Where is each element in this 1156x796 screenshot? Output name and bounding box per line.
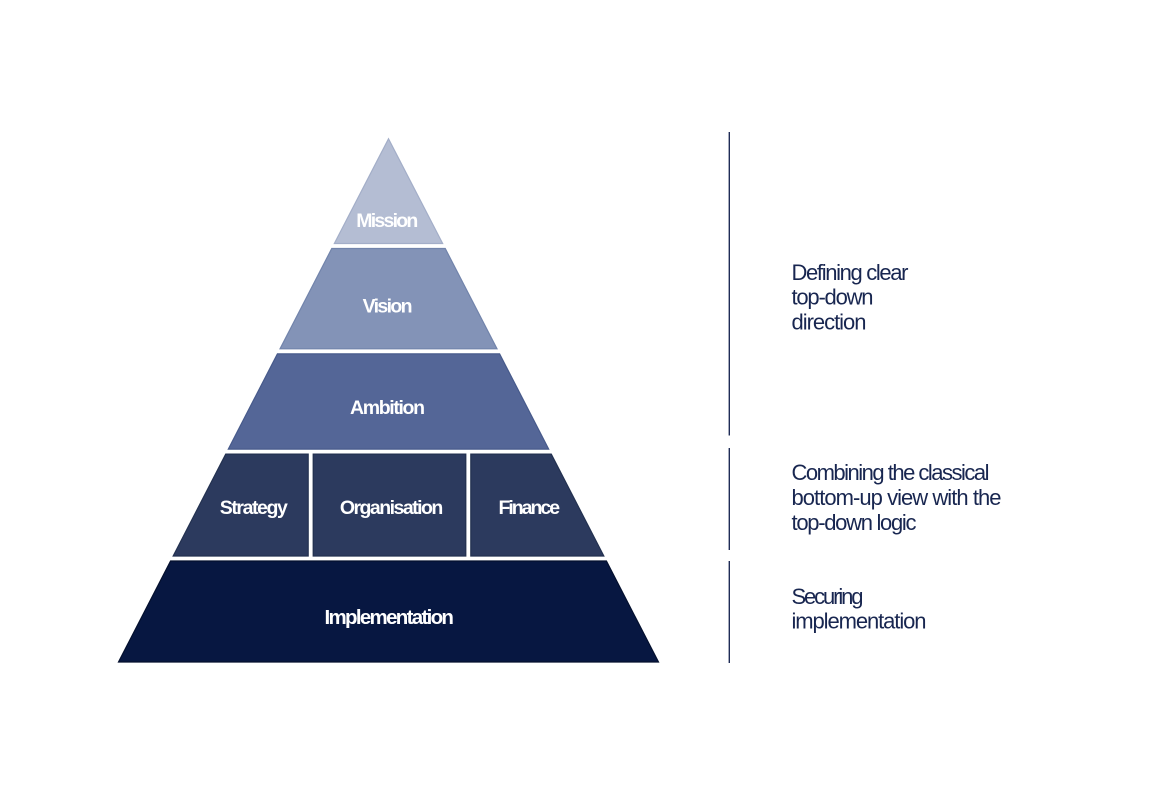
- svg-text:top-down logic: top-down logic: [792, 510, 917, 535]
- svg-text:top-down: top-down: [792, 285, 874, 310]
- svg-text:Vision: Vision: [363, 296, 413, 318]
- svg-text:Finance: Finance: [499, 497, 561, 519]
- svg-text:implementation: implementation: [792, 608, 927, 633]
- svg-text:Implementation: Implementation: [324, 606, 454, 629]
- svg-text:Combining the classical: Combining the classical: [792, 460, 990, 485]
- svg-text:Defining clear: Defining clear: [792, 260, 909, 285]
- svg-text:Organisation: Organisation: [340, 497, 444, 519]
- svg-text:direction: direction: [792, 309, 867, 334]
- svg-text:Ambition: Ambition: [350, 397, 425, 419]
- svg-text:Securing: Securing: [792, 584, 864, 609]
- svg-text:Strategy: Strategy: [220, 497, 288, 519]
- svg-text:bottom-up view with the: bottom-up view with the: [792, 485, 1002, 510]
- svg-text:Mission: Mission: [356, 210, 418, 232]
